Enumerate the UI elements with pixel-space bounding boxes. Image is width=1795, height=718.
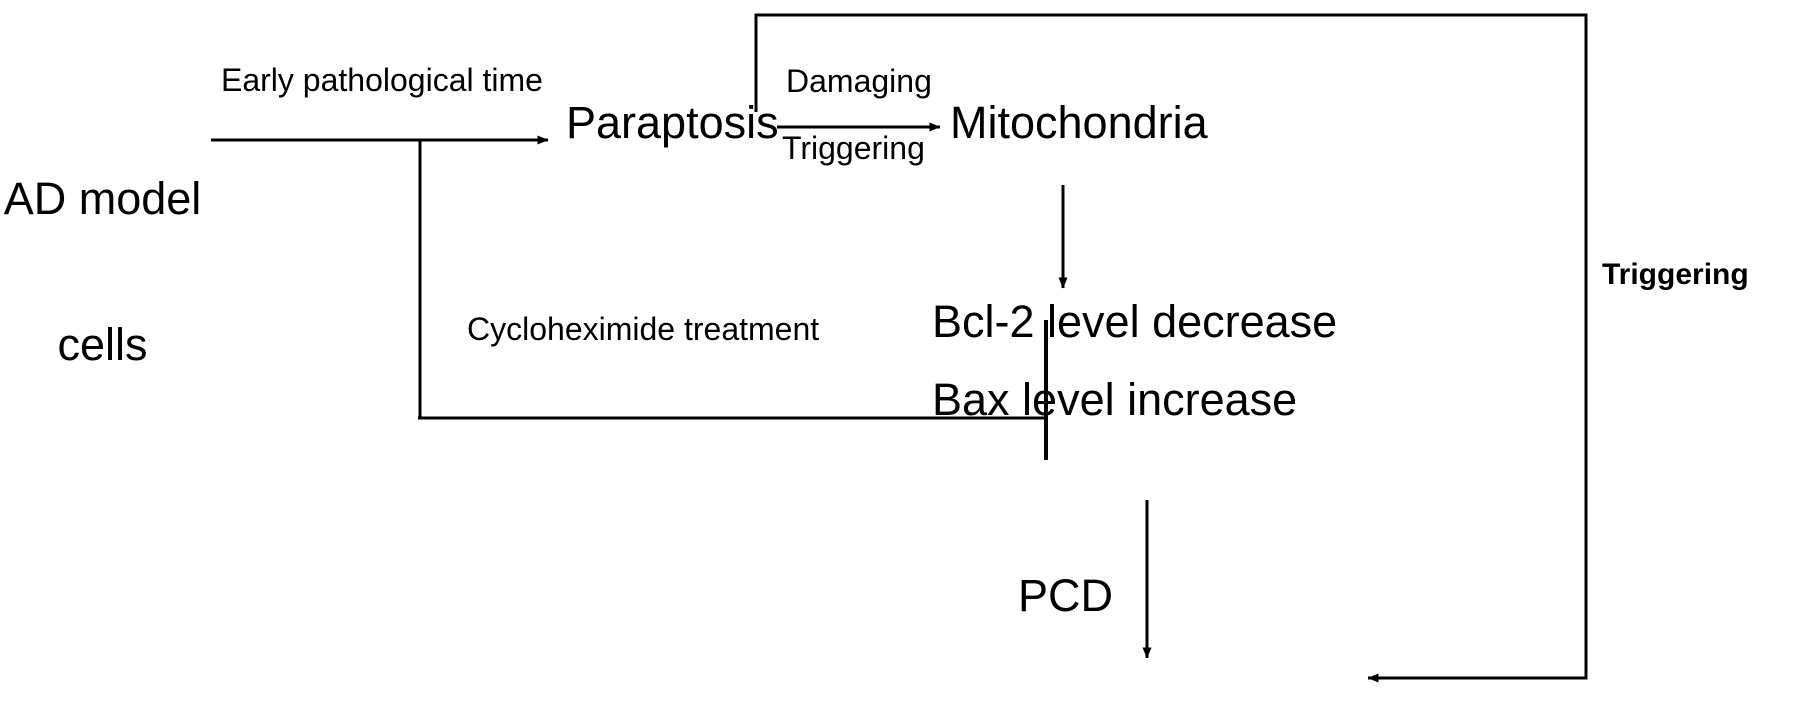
node-mitochondria: Mitochondria [950, 97, 1208, 148]
node-ad-model-cells-line1: AD model [3, 173, 202, 225]
node-ad-model-cells: AD model cells [0, 78, 205, 467]
node-pcd: PCD [1018, 570, 1114, 621]
edge-label-triggering-lower: Triggering [782, 130, 925, 166]
node-bcl2-level-decrease: Bcl-2 level decrease [932, 296, 1338, 347]
edge-feedback-loop [754, 13, 1588, 683]
edge-label-early-pathological-time: Early pathological time [221, 62, 543, 98]
edge-label-cycloheximide-treatment: Cycloheximide treatment [467, 311, 820, 347]
edge-label-triggering-right: Triggering [1602, 258, 1749, 291]
edge-label-damaging: Damaging [786, 63, 932, 99]
node-paraptosis: Paraptosis [566, 97, 779, 148]
node-ad-model-cells-line2: cells [57, 318, 148, 370]
node-bax-level-increase: Bax level increase [932, 374, 1298, 425]
